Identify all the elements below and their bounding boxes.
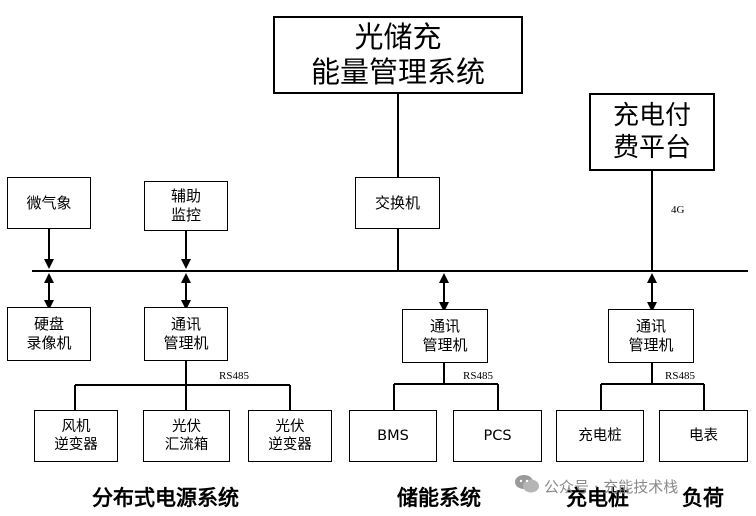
wechat-icon: [515, 475, 539, 493]
aux-line2: 监控: [170, 206, 201, 224]
aux-monitoring-box: 辅助 监控: [144, 181, 228, 231]
pcs-label: PCS: [483, 427, 512, 444]
rs485-label-storage: RS485: [463, 370, 493, 382]
comm-manager-distributed-box: 通讯 管理机: [144, 307, 228, 361]
network-switch-box: 交换机: [355, 177, 440, 229]
charger-label: 充电桩: [578, 427, 622, 444]
wind-inverter-box: 风机 逆变器: [34, 410, 118, 462]
pv-inverter-line1: 光伏: [275, 418, 305, 435]
nvr-line1: 硬盘: [33, 315, 64, 334]
group-distributed-caption: 分布式电源系统: [92, 485, 239, 510]
nvr-box: 硬盘 录像机: [7, 307, 91, 361]
rs485-label-distributed: RS485: [219, 370, 249, 382]
bms-label: BMS: [377, 427, 409, 444]
comm-manager-storage-box: 通讯 管理机: [402, 309, 488, 363]
bms-box: BMS: [349, 410, 437, 462]
comm-line1: 通讯: [429, 317, 460, 336]
charging-payment-platform-box: 充电付 费平台: [589, 93, 715, 171]
comm-line1: 通讯: [170, 315, 201, 334]
micro-weather-box: 微气象: [7, 177, 91, 229]
comm-line2: 管理机: [422, 336, 468, 354]
meter-label: 电表: [689, 427, 718, 444]
payment-line2: 费平台: [612, 133, 691, 163]
ems-line1: 光储充: [354, 20, 442, 55]
combiner-line1: 光伏: [172, 418, 201, 435]
comm-line2: 管理机: [628, 336, 674, 354]
pcs-box: PCS: [453, 410, 542, 462]
meter-box: 电表: [659, 410, 748, 462]
pv-inverter-line2: 逆变器: [268, 437, 312, 453]
label-4g: 4G: [671, 204, 685, 216]
wind-line2: 逆变器: [54, 437, 98, 453]
comm-manager-charging-box: 通讯 管理机: [608, 309, 694, 363]
energy-management-system-box: 光储充 能量管理系统: [273, 16, 523, 94]
aux-line1: 辅助: [170, 187, 201, 206]
combiner-line2: 汇流箱: [164, 437, 209, 453]
payment-line1: 充电付: [612, 100, 691, 131]
switch-label: 交换机: [374, 193, 420, 212]
group-load-caption: 负荷: [682, 485, 724, 510]
group-storage-caption: 储能系统: [397, 485, 481, 510]
group-charging-caption: 充电桩: [566, 485, 629, 510]
wind-line1: 风机: [61, 418, 91, 435]
weather-label: 微气象: [26, 193, 72, 212]
comm-line2: 管理机: [163, 334, 209, 352]
nvr-line2: 录像机: [26, 334, 72, 352]
charger-box: 充电桩: [556, 410, 644, 462]
ems-line2: 能量管理系统: [310, 55, 485, 89]
comm-line1: 通讯: [635, 317, 666, 336]
pv-combiner-box: 光伏 汇流箱: [143, 410, 230, 462]
pv-inverter-box: 光伏 逆变器: [248, 410, 332, 462]
rs485-label-charging: RS485: [665, 370, 695, 382]
watermark-text: 公众号 · 充能技术栈: [544, 478, 679, 496]
